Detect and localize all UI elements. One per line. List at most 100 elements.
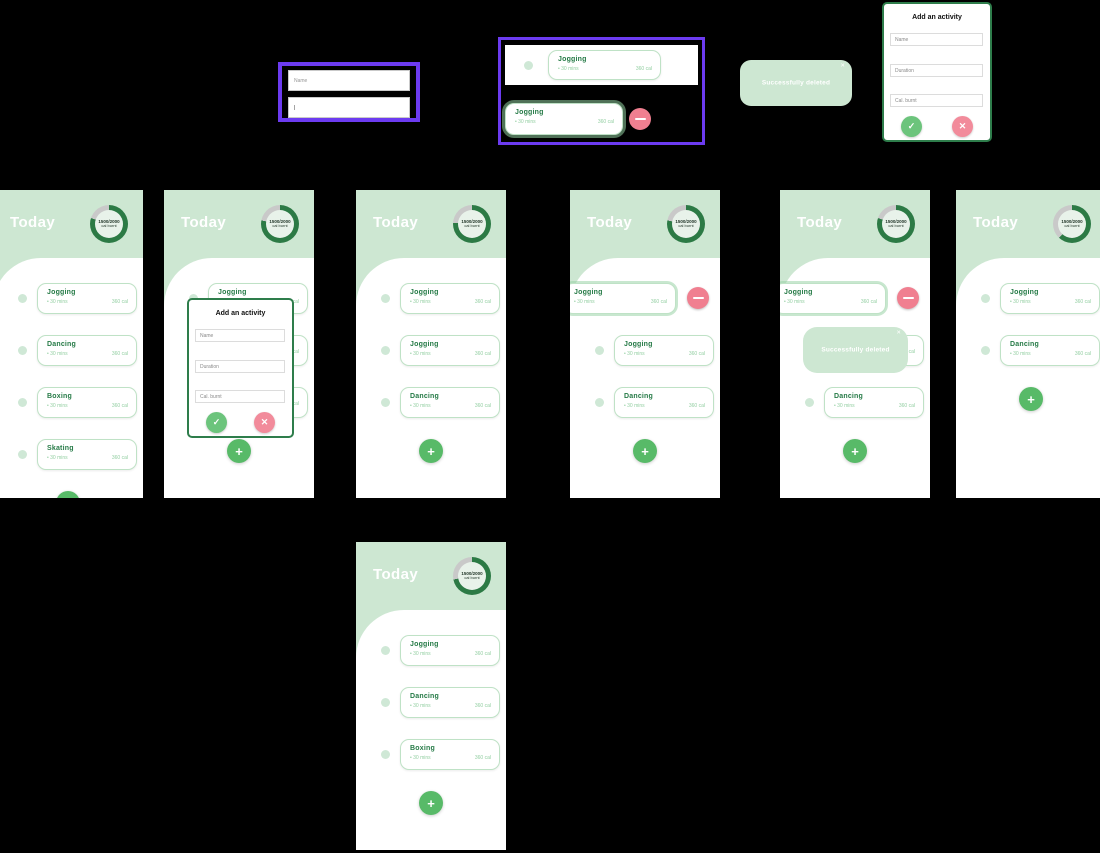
activity-card-delete-state[interactable]: Jogging • 30 mins 360 cal [505,103,623,135]
cancel-button[interactable]: ✕ [952,116,973,137]
confirm-button[interactable]: ✓ [206,412,227,433]
drag-handle-icon [381,346,390,355]
confirm-button[interactable]: ✓ [901,116,922,137]
add-activity-button[interactable]: + [1019,387,1043,411]
duration-input[interactable]: Duration [195,360,285,373]
modal-title: Add an activity [912,14,962,21]
progress-ring: 1500/2000 cal burnt [90,205,128,243]
plus-icon: + [1027,391,1035,407]
calories-input[interactable]: Cal. burnt [890,94,983,107]
ring-label: cal burnt [464,223,480,229]
active-input[interactable]: | [288,97,410,118]
page-title: Today [10,214,56,231]
activity-calories: 360 cal [688,403,705,409]
cancel-button[interactable]: ✕ [254,412,275,433]
drag-handle-icon [381,750,390,759]
name-input[interactable]: Name [890,33,983,46]
plus-icon: + [641,443,649,459]
delete-activity-button[interactable] [897,287,919,309]
ring-value: 1500/2000 [885,218,907,224]
activity-card[interactable]: Jogging • 30 mins 360 cal [548,50,661,80]
activity-title: Dancing [834,393,864,400]
activity-calories: 360 cal [474,299,491,305]
name-input[interactable]: Name [195,329,285,342]
card-hover-state: Jogging • 30 mins 360 cal [505,45,698,85]
activity-duration: • 30 mins [47,403,68,409]
activity-calories: 360 cal [474,403,491,409]
activity-calories: 360 cal [111,403,128,409]
activity-card[interactable]: Dancing • 30 mins 360 cal [824,387,924,418]
drag-handle-icon [18,294,27,303]
activity-duration: • 30 mins [47,455,68,461]
toast-message: Successfully deleted [761,79,831,87]
activity-title: Skating [47,445,74,452]
progress-ring: 1500/2000 cal burnt [261,205,299,243]
activity-duration: • 30 mins [1010,351,1031,357]
add-activity-button[interactable]: + [843,439,867,463]
activity-calories: 360 cal [898,403,915,409]
activity-title: Boxing [47,393,72,400]
activity-title: Jogging [784,289,813,296]
ring-value: 1500/2000 [675,218,697,224]
add-activity-button[interactable]: + [419,791,443,815]
calories-input[interactable]: Cal. burnt [195,390,285,403]
activity-duration: • 30 mins [47,351,68,357]
drag-handle-icon [981,346,990,355]
activity-calories: 360 cal [474,755,491,761]
close-icon[interactable]: ✕ [896,330,901,336]
activity-duration: • 30 mins [624,403,645,409]
delete-activity-button[interactable] [629,108,651,130]
add-activity-button[interactable]: + [227,439,251,463]
add-activity-button[interactable]: + [56,491,80,498]
activity-title: Dancing [410,693,440,700]
activity-duration: • 30 mins [834,403,855,409]
add-activity-button[interactable]: + [633,439,657,463]
activity-card[interactable]: Boxing • 30 mins 360 cal [37,387,137,418]
ring-value: 1500/2000 [461,570,483,576]
add-activity-button[interactable]: + [419,439,443,463]
close-icon[interactable]: ✕ [840,63,845,69]
activity-calories: 360 cal [474,651,491,657]
activity-duration: • 30 mins [410,299,431,305]
ring-label: cal burnt [272,223,288,229]
toast-success-deleted: ✕ Successfully deleted [803,327,908,373]
duration-input[interactable]: Duration [890,64,983,77]
activity-calories: 360 cal [1074,351,1091,357]
activity-calories: 360 cal [111,299,128,305]
progress-ring: 1500/2000 cal burnt [453,205,491,243]
page-title: Today [373,214,419,231]
page-title: Today [373,566,419,583]
minus-icon [692,296,704,300]
ring-value: 1500/2000 [269,218,291,224]
name-input[interactable]: Name [288,70,410,91]
delete-activity-button[interactable] [687,287,709,309]
drag-handle-icon [805,398,814,407]
